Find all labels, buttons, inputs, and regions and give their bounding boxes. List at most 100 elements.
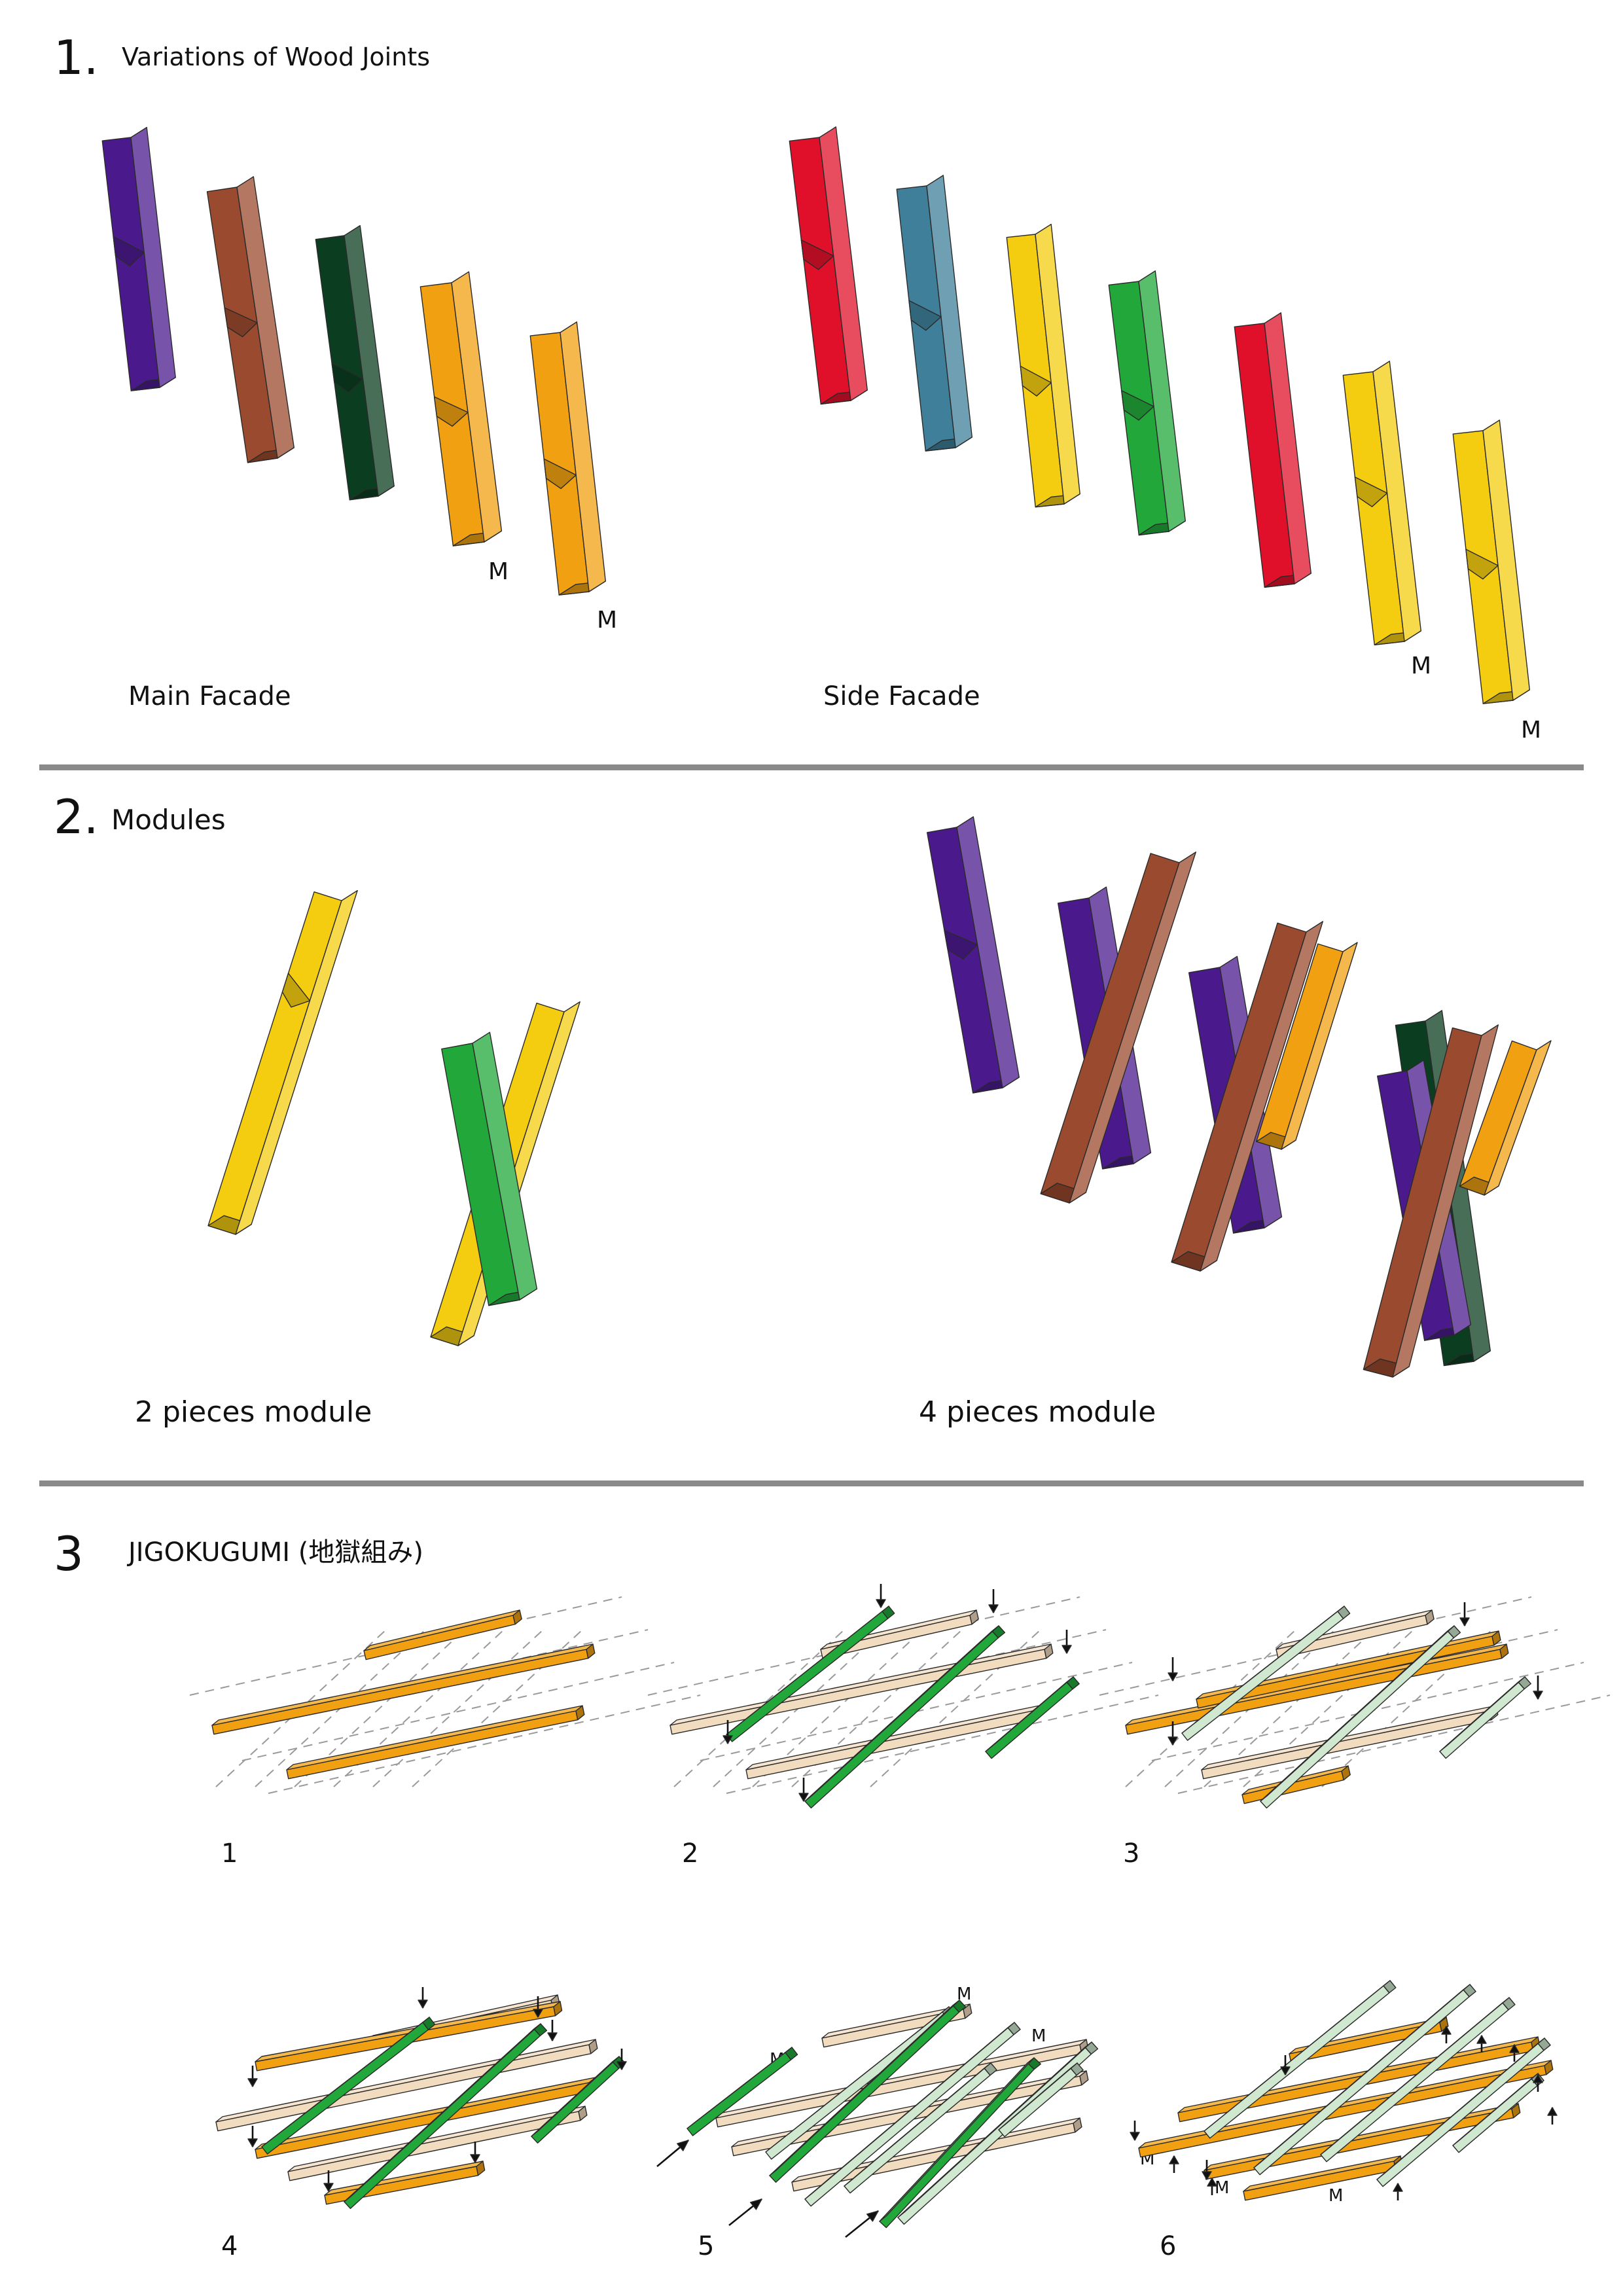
arrow-down-icon-head <box>1130 2132 1140 2141</box>
step5-rail-mint-top <box>804 2022 1015 2200</box>
four-piece-module-beam-purple-notch <box>944 929 978 960</box>
step5-rail-mint-top <box>897 2041 1092 2218</box>
step3-rail-orange-top <box>1196 1630 1499 1700</box>
section-2-number: 2. <box>54 789 99 844</box>
arrow-down-icon-head <box>988 1604 999 1613</box>
section-2-title: Modules <box>111 804 226 836</box>
step2-rail-green-top <box>804 1625 999 1802</box>
arrow-down-icon-head <box>470 2154 480 2163</box>
side-facade-joint-green-top <box>1138 270 1186 532</box>
step6-rail-mint-top <box>1452 2073 1539 2146</box>
step3-rail-orange-top <box>1125 1643 1507 1726</box>
side-facade-label: Side Facade <box>823 681 980 711</box>
step2-rail-beige <box>745 1710 1035 1780</box>
two-piece-module-beam-green-top <box>472 1031 538 1300</box>
four-piece-module-beam-orange-top <box>1281 942 1358 1150</box>
section-1-title: Variations of Wood Joints <box>122 43 431 71</box>
guide-dashed-line <box>372 1629 544 1787</box>
arrow-up-icon-head <box>1476 2035 1487 2044</box>
step5-rail-green-top <box>769 2000 960 2176</box>
step2-rail-beige-top <box>745 1705 1040 1770</box>
arrow-down-icon-head <box>1533 1691 1543 1700</box>
step2-rail-green-top <box>985 1676 1074 1752</box>
two-piece-module-beam-yellow-notch <box>281 973 311 1008</box>
step4-rail-beige-top <box>215 2039 596 2123</box>
arrow-down-icon-head <box>1061 1645 1072 1654</box>
arrow-up-icon-head <box>1441 2026 1452 2035</box>
two-piece-module-beam-yellow-top <box>235 889 358 1235</box>
step-label: 1 <box>221 1839 238 1869</box>
step4-rail-beige-top <box>287 2106 586 2172</box>
m-label: M <box>1329 2186 1344 2206</box>
arrow-up-icon-head <box>1509 2044 1520 2053</box>
arrow-diagonal-icon-head <box>866 2210 879 2222</box>
main-facade-joint-purple-top <box>130 126 176 388</box>
step6-rail-mint-top <box>1320 1997 1510 2155</box>
four-piece-module-beam-brown-top <box>1069 852 1197 1204</box>
step4-rail-green-top <box>261 2017 430 2147</box>
step5-rail-mint-top <box>998 2062 1078 2130</box>
m-label: M <box>1031 2026 1046 2046</box>
guide-dashed-line <box>268 1695 701 1794</box>
arrow-down-icon-head <box>1168 1672 1178 1681</box>
step5-rail-mint-top <box>844 2062 991 2187</box>
step3-rail-mint-top <box>1181 1605 1345 1734</box>
side-facade-joint-teal-notch <box>908 300 942 331</box>
arrow-up-icon-head <box>1533 2074 1543 2083</box>
arrow-down-icon-head <box>876 1599 886 1608</box>
step5-rail-mint-top <box>765 2006 950 2153</box>
step6-rail-mint-top <box>1376 2037 1545 2180</box>
two-piece-module-beam-yellow <box>207 891 342 1235</box>
step4-rail-orange-top <box>255 2001 561 2062</box>
main-facade-joint-brown-top <box>236 176 294 459</box>
step4-rail-green-top <box>344 2023 541 2202</box>
step3-rail-mint-top <box>1260 1625 1455 1802</box>
arrow-down-icon-head <box>533 2009 543 2018</box>
step-label: 3 <box>1123 1839 1140 1869</box>
main-facade-joint-brown-notch <box>224 307 258 338</box>
step2-rail-green <box>726 1611 889 1742</box>
arrow-up-icon-head <box>1207 2178 1217 2187</box>
step3-rail-mint-top <box>1439 1676 1525 1752</box>
section-3-number: 3 <box>54 1526 84 1581</box>
side-facade-joint-red-notch <box>800 239 834 270</box>
step1-rail-orange-top <box>211 1643 594 1726</box>
arrow-down-icon-head <box>1202 2171 1212 2180</box>
main-facade-joint-purple-notch <box>113 236 145 267</box>
step5-rail-green <box>687 2052 792 2136</box>
step1-rail-orange <box>286 1710 579 1780</box>
side-facade-joint-green-notch <box>1121 390 1154 421</box>
four-piece-module-beam-orange-top <box>1484 1040 1552 1196</box>
four-piece-module-beam-purple-top <box>956 816 1020 1088</box>
arrow-up-icon-head <box>1169 2155 1179 2164</box>
side-facade-joint-yellow-notch <box>1020 365 1052 397</box>
guide-dashed-line <box>1177 1695 1611 1794</box>
main-facade-label: Main Facade <box>128 681 291 711</box>
arrow-down-icon-head <box>1168 1736 1178 1746</box>
step6-rail-mint-top <box>1204 1980 1391 2132</box>
step2-rail-green-top <box>726 1605 889 1735</box>
guide-dashed-line <box>241 1662 675 1761</box>
arrow-down-icon-head <box>247 2078 258 2087</box>
step4-rail-green-top <box>531 2056 620 2137</box>
step1-rail-orange-top <box>363 1609 520 1651</box>
step5-rail-green-top <box>879 2057 1035 2222</box>
side-facade-joint-yellow-top <box>1372 361 1422 642</box>
step5-rail-green-top <box>687 2047 793 2129</box>
arrow-down-icon-head <box>547 2032 558 2041</box>
two-pieces-module-label: 2 pieces module <box>135 1395 372 1429</box>
m-label: M <box>488 558 509 585</box>
main-facade-joint-orange-top <box>560 321 606 592</box>
section-3-title: JIGOKUGUMI (地獄組み) <box>128 1537 424 1568</box>
main-facade-joint-darkgreen-notch <box>331 363 364 393</box>
step2-rail-beige-top <box>669 1643 1052 1726</box>
side-facade-joint-yellow-notch <box>1354 476 1388 507</box>
section-divider <box>39 764 1584 770</box>
step-label: 5 <box>698 2231 715 2261</box>
step5-rail-beige-top <box>821 2003 971 2039</box>
side-facade-joint-red-top <box>1264 312 1312 584</box>
arrow-down-icon-head <box>1280 2066 1291 2075</box>
side-facade-joint-yellow-notch <box>1465 548 1499 580</box>
arrow-up-icon-head <box>1393 2183 1403 2192</box>
side-facade-joint-yellow-top <box>1035 223 1080 505</box>
